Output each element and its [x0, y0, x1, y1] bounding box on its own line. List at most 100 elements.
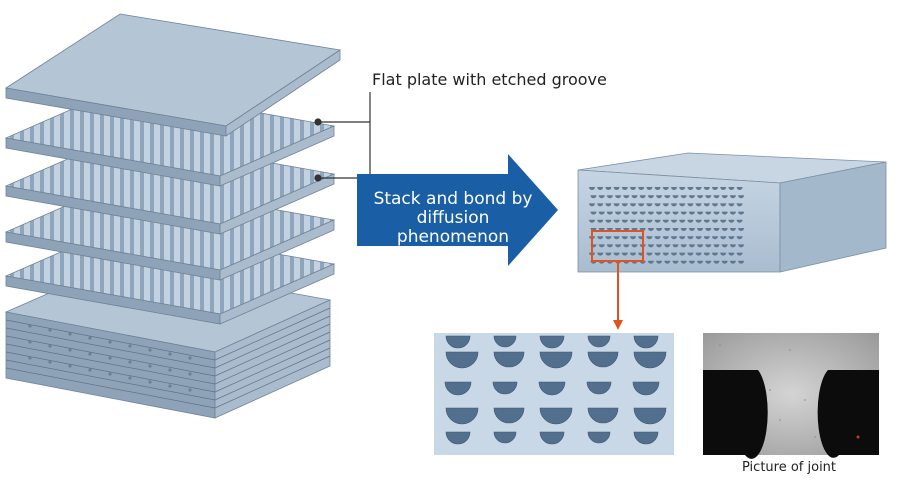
block-channel-hole: [613, 252, 620, 256]
block-channel-hole: [695, 219, 702, 223]
block-channel-hole: [672, 195, 679, 199]
block-channel-hole: [712, 236, 718, 240]
closeup-channel: [633, 335, 659, 349]
block-channel-hole: [656, 195, 663, 199]
block-channel-hole: [664, 244, 671, 248]
block-channel-hole: [712, 187, 718, 190]
closeup-channel: [539, 407, 573, 425]
block-channel-hole: [687, 236, 694, 240]
block-channel-hole: [623, 195, 630, 199]
block-channel-hole: [697, 244, 704, 248]
block-channel-hole: [695, 252, 702, 256]
block-channel-hole: [705, 228, 712, 231]
block-channel-hole: [721, 228, 728, 231]
closeup-channel: [538, 381, 566, 396]
block-channel-hole: [664, 228, 671, 231]
block-channel-hole: [720, 187, 727, 190]
block-channel-hole: [680, 211, 687, 215]
block-channel-hole: [728, 203, 735, 207]
closeup-channel: [492, 381, 518, 395]
block-channel-hole: [597, 219, 604, 223]
closeup-channel: [633, 407, 667, 425]
block-channel-hole: [712, 219, 718, 223]
block-channel-hole: [729, 211, 736, 215]
block-channel-hole: [680, 260, 687, 264]
block-channel-hole: [697, 228, 704, 231]
block-channel-hole: [638, 187, 645, 190]
closeup-channel: [587, 431, 611, 444]
top-flat-plate: [4, 13, 342, 137]
block-channel-hole: [703, 219, 710, 223]
closeup-channel: [587, 407, 619, 424]
block-channel-hole: [729, 228, 736, 231]
block-channel-hole: [615, 211, 622, 215]
block-channel-hole: [736, 187, 743, 190]
block-channel-hole: [597, 203, 604, 207]
block-channel-hole: [712, 203, 718, 207]
block-channel-hole: [703, 187, 710, 190]
block-channel-hole: [654, 219, 661, 223]
block-channel-hole: [656, 244, 663, 248]
block-channel-hole: [687, 187, 694, 190]
block-channel-hole: [639, 195, 646, 199]
closeup-channel: [632, 381, 660, 396]
block-channel-hole: [672, 244, 679, 248]
block-channel-hole: [671, 252, 677, 256]
plate-label-leader: [314, 92, 371, 182]
block-channel-hole: [654, 252, 661, 256]
block-channel-hole: [738, 228, 745, 231]
joint-label: Picture of joint: [742, 460, 837, 475]
block-channel-hole: [688, 244, 695, 248]
arrow-label-line-1: Stack and bond by: [373, 189, 533, 209]
arrow-label-line-2: diffusion: [416, 208, 490, 228]
zoom-pointer-head: [613, 320, 623, 330]
block-channel-hole: [728, 252, 735, 256]
block-channel-hole: [679, 219, 686, 223]
block-channel-hole: [630, 252, 636, 256]
block-channel-hole: [646, 252, 653, 256]
block-channel-hole: [606, 244, 613, 248]
block-channel-hole: [680, 195, 687, 199]
block-channel-hole: [638, 203, 645, 207]
block-channel-hole: [606, 195, 613, 199]
block-channel-hole: [728, 187, 735, 190]
block-channel-hole: [662, 203, 669, 207]
block-channel-hole: [621, 219, 628, 223]
block-channel-hole: [623, 211, 630, 215]
block-channel-hole: [729, 195, 736, 199]
block-channel-hole: [647, 260, 654, 264]
block-channel-hole: [590, 195, 597, 199]
block-channel-hole: [589, 187, 595, 190]
closeup-channel: [445, 407, 479, 425]
block-channel-hole: [713, 211, 720, 215]
block-channel-hole: [621, 187, 628, 190]
plate-stack: [4, 13, 342, 419]
block-channel-hole: [654, 236, 661, 240]
block-channel-hole: [703, 236, 710, 240]
block-channel-hole: [606, 211, 613, 215]
block-channel-hole: [654, 187, 661, 190]
block-channel-hole: [621, 236, 628, 240]
block-channel-hole: [613, 187, 620, 190]
closeup-channel: [493, 351, 525, 368]
block-channel-hole: [736, 219, 743, 223]
block-channel-hole: [738, 244, 745, 248]
block-channel-hole: [720, 236, 727, 240]
block-channel-hole: [705, 260, 712, 264]
block-channel-hole: [672, 211, 679, 215]
block-channel-hole: [720, 219, 727, 223]
block-channel-hole: [613, 219, 620, 223]
block-channel-hole: [688, 260, 695, 264]
block-channel-hole: [656, 211, 663, 215]
block-channel-hole: [720, 203, 727, 207]
closeup-channel: [539, 335, 565, 349]
closeup-channel: [539, 431, 565, 445]
block-channel-hole: [705, 195, 712, 199]
block-channel-hole: [713, 228, 720, 231]
block-channel-hole: [680, 228, 687, 231]
block-channel-hole: [597, 187, 604, 190]
block-channel-hole: [687, 219, 694, 223]
block-channel-hole: [695, 203, 702, 207]
block-channel-hole: [638, 219, 645, 223]
block-channel-hole: [703, 252, 710, 256]
